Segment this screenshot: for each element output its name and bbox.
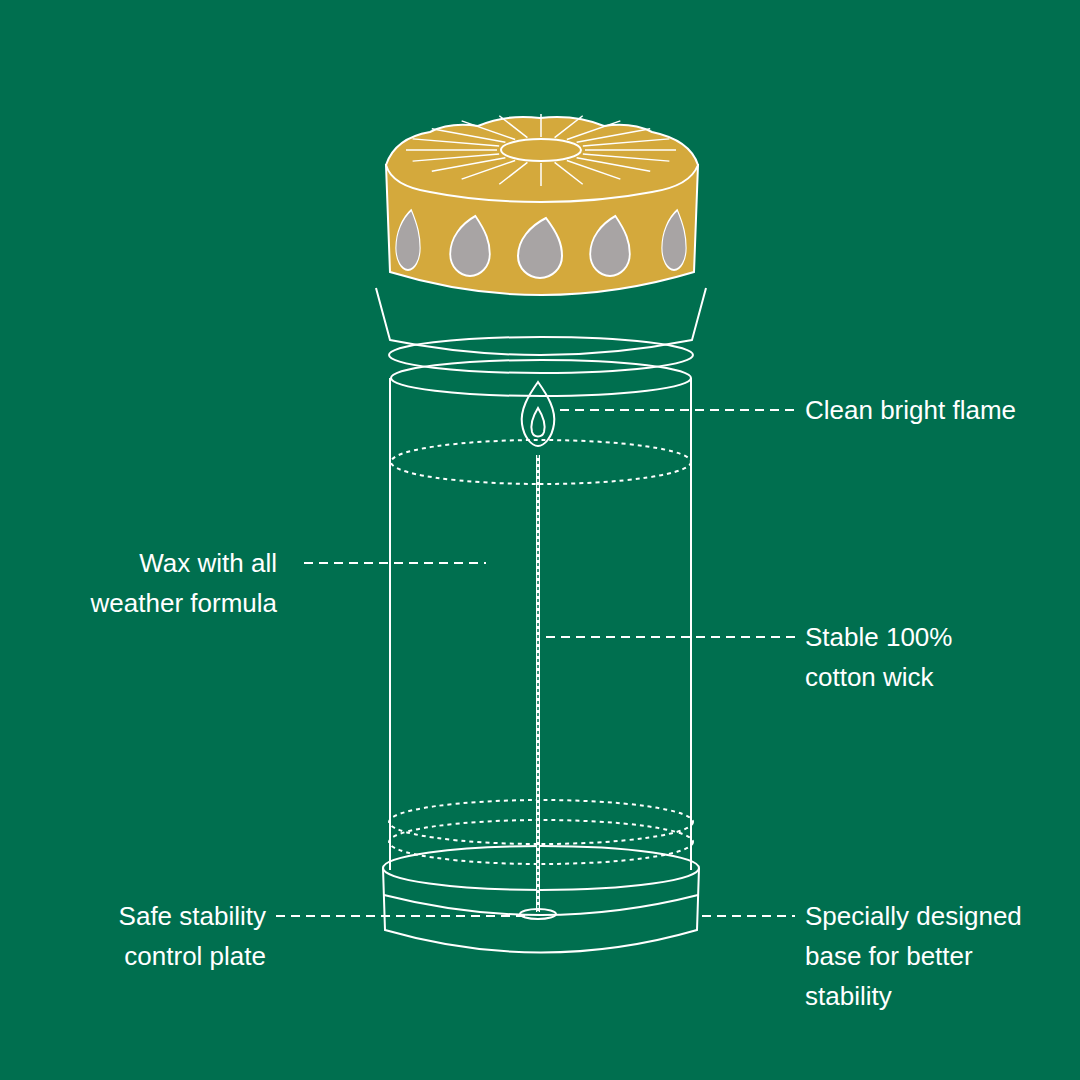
- lid-ray: [499, 162, 527, 184]
- lid-ray: [413, 139, 500, 146]
- lid-ray: [577, 158, 651, 172]
- lid: [386, 114, 698, 295]
- leader-line: [304, 562, 486, 564]
- leader-line: [276, 915, 530, 917]
- lid-ray: [413, 154, 500, 161]
- base-line: [384, 895, 698, 915]
- wax-surface: [391, 440, 691, 484]
- neck-ring: [391, 360, 691, 396]
- lid-hole: [518, 218, 562, 278]
- leader-line: [546, 636, 795, 638]
- lid-ray: [432, 129, 506, 143]
- neck-ring: [389, 337, 693, 373]
- control-plate: [520, 909, 556, 919]
- wick-twist: [537, 455, 539, 912]
- rim: [376, 288, 706, 355]
- lid-hole: [662, 210, 686, 270]
- lid-ray: [406, 149, 497, 151]
- lid-hole: [396, 210, 420, 270]
- callout-label: Clean bright flame: [805, 390, 1016, 430]
- lid-ray: [585, 149, 676, 151]
- lid-center: [501, 139, 581, 161]
- flame: [522, 382, 555, 446]
- lid-ray: [555, 162, 583, 184]
- inner-bottom: [389, 820, 693, 864]
- lid-holes: [396, 210, 686, 278]
- callout-label: Specially designed base for better stabi…: [805, 896, 1045, 1016]
- lid-ray: [583, 154, 670, 161]
- callout-label: Stable 100% cotton wick: [805, 617, 980, 697]
- candle-glass: [376, 288, 706, 953]
- wick: [536, 455, 540, 912]
- base: [383, 868, 699, 953]
- lid-ray: [462, 161, 515, 180]
- lid-ray: [577, 129, 651, 143]
- lid-ray: [540, 114, 542, 137]
- lid-top: [386, 117, 698, 202]
- callout-label: Safe stability control plate: [76, 896, 266, 976]
- lid-rays: [406, 114, 676, 186]
- lid-ray: [567, 161, 620, 180]
- inner-bottom: [389, 800, 693, 844]
- lid-ray: [462, 121, 515, 140]
- leader-line: [702, 915, 795, 917]
- flame-core: [531, 408, 544, 437]
- lid-ray: [583, 139, 670, 146]
- base-ring: [383, 846, 699, 890]
- lid-hole: [450, 216, 490, 276]
- lid-ray: [432, 158, 506, 172]
- lid-ray: [540, 163, 542, 186]
- callout-label: Wax with all weather formula: [62, 543, 277, 623]
- leader-lines: [276, 410, 795, 916]
- lid-hole: [590, 216, 630, 276]
- lid-ray: [555, 116, 583, 138]
- glass-side: [690, 378, 692, 870]
- lid-ray: [499, 116, 527, 138]
- glass-side: [389, 378, 391, 870]
- lid-ray: [567, 121, 620, 140]
- leader-line: [560, 409, 795, 411]
